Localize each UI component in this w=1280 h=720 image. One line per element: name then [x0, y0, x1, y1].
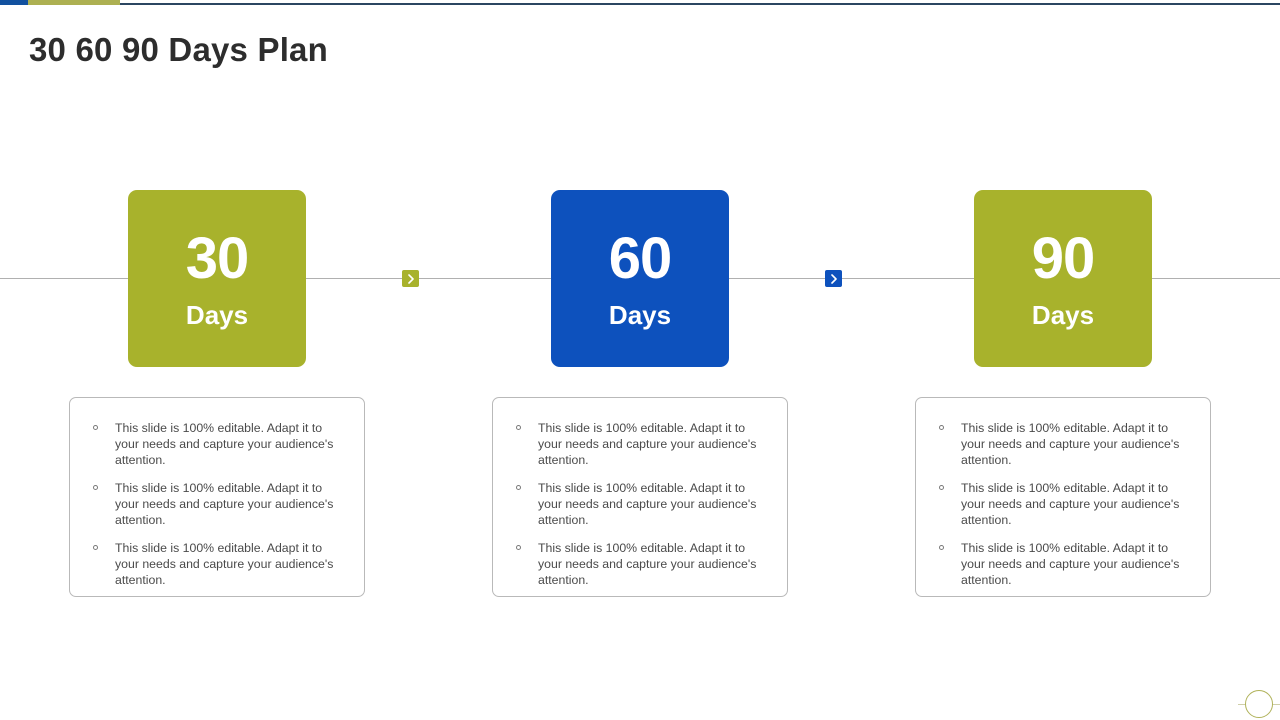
bullet-circle-icon — [939, 425, 944, 430]
list-item: This slide is 100% editable. Adapt it to… — [88, 420, 346, 468]
step-card-number: 30 — [185, 225, 250, 291]
step-card-60-days[interactable]: 60 Days — [551, 190, 729, 367]
connector-badge-1[interactable] — [402, 270, 419, 287]
top-accent-rule — [120, 3, 1280, 5]
bullet-list: This slide is 100% editable. Adapt it to… — [934, 420, 1192, 588]
list-item-text: This slide is 100% editable. Adapt it to… — [538, 421, 757, 467]
list-item: This slide is 100% editable. Adapt it to… — [511, 480, 769, 528]
list-item-text: This slide is 100% editable. Adapt it to… — [538, 541, 757, 587]
connector-badge-2[interactable] — [825, 270, 842, 287]
bullet-circle-icon — [516, 425, 521, 430]
list-item-text: This slide is 100% editable. Adapt it to… — [961, 541, 1180, 587]
list-item-text: This slide is 100% editable. Adapt it to… — [115, 541, 334, 587]
top-accent-segment-olive — [28, 0, 120, 5]
step-card-label: Days — [185, 299, 249, 330]
list-item: This slide is 100% editable. Adapt it to… — [934, 420, 1192, 468]
step-card-number: 60 — [608, 225, 673, 291]
bullet-circle-icon — [93, 545, 98, 550]
list-item-text: This slide is 100% editable. Adapt it to… — [115, 421, 334, 467]
bullet-circle-icon — [516, 545, 521, 550]
chevron-right-icon — [830, 273, 838, 284]
list-item-text: This slide is 100% editable. Adapt it to… — [538, 481, 757, 527]
decoration-circle — [1245, 690, 1273, 718]
step-card-label: Days — [1031, 299, 1095, 330]
step-card-90-days[interactable]: 90 Days — [974, 190, 1152, 367]
top-accent-bar — [0, 0, 1280, 6]
bullet-list: This slide is 100% editable. Adapt it to… — [511, 420, 769, 588]
bullet-circle-icon — [93, 485, 98, 490]
bullet-circle-icon — [93, 425, 98, 430]
bullet-circle-icon — [516, 485, 521, 490]
list-item: This slide is 100% editable. Adapt it to… — [88, 480, 346, 528]
chevron-right-icon — [407, 273, 415, 284]
list-item: This slide is 100% editable. Adapt it to… — [934, 540, 1192, 588]
step-card-number: 90 — [1031, 225, 1096, 291]
list-item: This slide is 100% editable. Adapt it to… — [511, 540, 769, 588]
step-card-30-days[interactable]: 30 Days — [128, 190, 306, 367]
content-panel-90-days: This slide is 100% editable. Adapt it to… — [915, 397, 1211, 597]
bullet-circle-icon — [939, 545, 944, 550]
list-item: This slide is 100% editable. Adapt it to… — [511, 420, 769, 468]
list-item-text: This slide is 100% editable. Adapt it to… — [961, 421, 1180, 467]
list-item-text: This slide is 100% editable. Adapt it to… — [961, 481, 1180, 527]
list-item: This slide is 100% editable. Adapt it to… — [88, 540, 346, 588]
list-item: This slide is 100% editable. Adapt it to… — [934, 480, 1192, 528]
page-title: 30 60 90 Days Plan — [29, 31, 328, 68]
top-accent-segment-blue — [0, 0, 28, 5]
content-panel-60-days: This slide is 100% editable. Adapt it to… — [492, 397, 788, 597]
list-item-text: This slide is 100% editable. Adapt it to… — [115, 481, 334, 527]
bullet-list: This slide is 100% editable. Adapt it to… — [88, 420, 346, 588]
step-card-label: Days — [608, 299, 672, 330]
content-panel-30-days: This slide is 100% editable. Adapt it to… — [69, 397, 365, 597]
bullet-circle-icon — [939, 485, 944, 490]
